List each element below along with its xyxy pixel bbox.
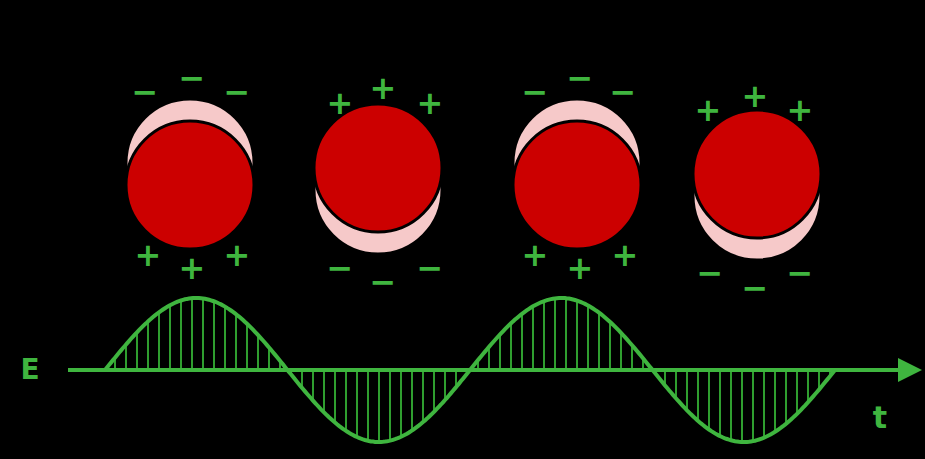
hatch-line <box>246 324 248 370</box>
hatch-line <box>719 370 721 436</box>
charge-sign: − <box>567 62 594 94</box>
hatch-line <box>675 370 677 398</box>
hatch-line <box>763 370 765 438</box>
hatch-line <box>741 370 743 442</box>
charge-sign: − <box>327 252 354 284</box>
charge-sign: − <box>132 76 159 108</box>
hatch-line <box>345 370 347 431</box>
charge-sign: − <box>697 257 724 289</box>
hatch-line <box>499 334 501 370</box>
hatch-line <box>521 314 523 370</box>
hatch-line <box>356 370 358 437</box>
axis-label: E <box>20 356 39 384</box>
hatch-line <box>180 301 182 371</box>
nucleus <box>513 121 641 249</box>
charge-sign: − <box>522 76 549 108</box>
hatch-line <box>334 370 336 423</box>
charge-sign: + <box>179 252 206 284</box>
hatch-line <box>136 332 138 370</box>
hatch-line <box>752 370 754 441</box>
hatch-line <box>796 370 798 414</box>
hatch-line <box>576 301 578 370</box>
hatch-line <box>224 307 226 370</box>
charge-sign: + <box>567 252 594 284</box>
hatch-line <box>686 370 688 410</box>
charge-sign: + <box>370 72 397 104</box>
hatch-line <box>444 370 446 400</box>
charge-sign: + <box>742 80 769 112</box>
hatch-line <box>598 313 600 370</box>
hatch-line <box>554 298 556 370</box>
hatch-line <box>565 298 567 370</box>
hatch-line <box>235 314 237 370</box>
hatch-line <box>367 370 369 441</box>
hatch-line <box>697 370 699 421</box>
nucleus <box>314 104 442 232</box>
hatch-line <box>147 321 149 370</box>
charge-sign: + <box>327 87 354 119</box>
nucleus <box>126 121 254 249</box>
hatch-line <box>191 298 193 370</box>
charge-sign: + <box>522 239 549 271</box>
charge-sign: + <box>224 239 251 271</box>
charge-sign: + <box>612 239 639 271</box>
charge-sign: + <box>787 94 814 126</box>
nucleus <box>693 110 821 238</box>
hatch-line <box>785 370 787 424</box>
hatch-line <box>433 370 435 412</box>
hatch-line <box>378 370 380 442</box>
hatch-line <box>202 299 204 371</box>
axis-label: t <box>873 403 887 433</box>
hatch-line <box>158 312 160 370</box>
hatch-line <box>774 370 776 432</box>
hatch-line <box>169 305 171 370</box>
hatch-line <box>510 323 512 370</box>
sine-wave <box>105 298 835 442</box>
charge-sign: + <box>417 87 444 119</box>
charge-sign: − <box>417 252 444 284</box>
charge-sign: + <box>135 239 162 271</box>
charge-sign: − <box>787 257 814 289</box>
hatch-line <box>257 335 259 370</box>
hatch-line <box>312 370 314 401</box>
hatch-line <box>422 370 424 422</box>
hatch-line <box>400 370 402 437</box>
hatch-line <box>411 370 413 431</box>
charge-sign: + <box>695 94 722 126</box>
hatch-line <box>543 301 545 370</box>
time-axis <box>68 368 905 372</box>
charge-sign: − <box>179 62 206 94</box>
hatch-line <box>730 370 732 440</box>
hatch-line <box>620 333 622 370</box>
hatch-line <box>532 306 534 370</box>
hatch-line <box>389 370 391 441</box>
hatch-line <box>807 370 809 402</box>
hatch-line <box>213 301 215 370</box>
charge-sign: − <box>742 272 769 304</box>
hatch-line <box>323 370 325 412</box>
charge-sign: − <box>224 76 251 108</box>
hatch-line <box>609 322 611 370</box>
charge-sign: − <box>370 266 397 298</box>
charge-sign: − <box>610 76 637 108</box>
axis-arrowhead <box>898 358 922 382</box>
hatch-line <box>708 370 710 430</box>
hatch-line <box>587 306 589 371</box>
